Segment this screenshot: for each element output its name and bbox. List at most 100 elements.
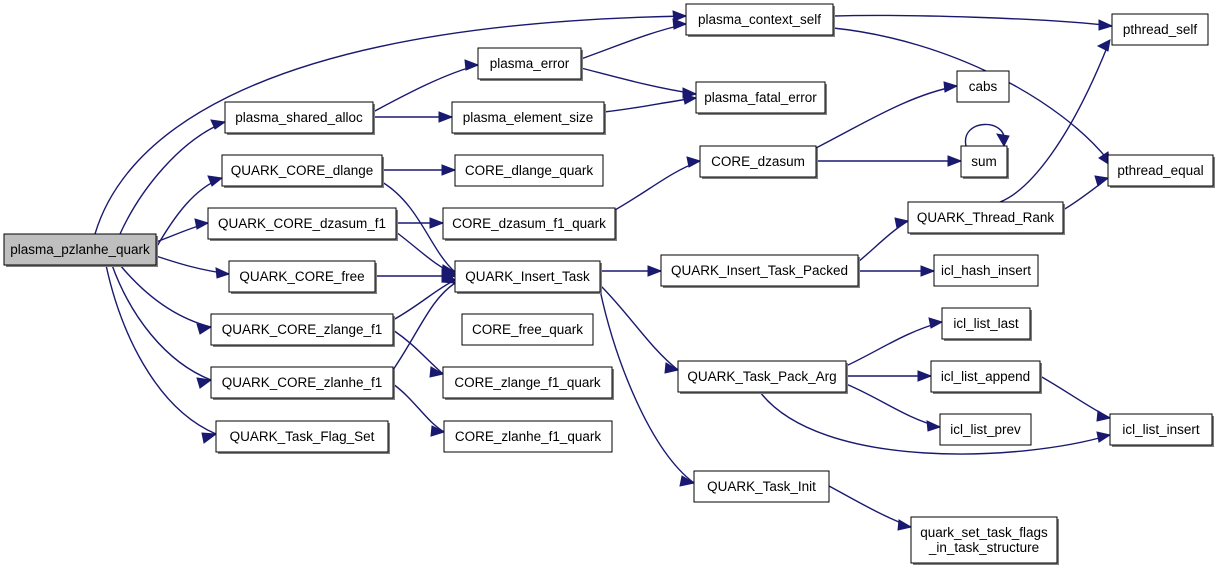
node-box[interactable]: [207, 207, 397, 240]
node-box[interactable]: [693, 470, 830, 503]
node-pthread_self[interactable]: pthread_self: [1111, 13, 1209, 46]
node-icl_list_append[interactable]: icl_list_append: [930, 360, 1042, 394]
node-label: QUARK_Insert_Task_Packed: [671, 263, 848, 278]
node-plasma_fatal_error[interactable]: plasma_fatal_error: [695, 81, 827, 115]
arrowhead-icon: [897, 519, 913, 531]
arrowhead-icon: [441, 272, 457, 284]
node-QUARK_Task_Pack_Arg[interactable]: QUARK_Task_Pack_Arg: [677, 360, 848, 394]
node-label: CORE_dzasum_f1_quark: [452, 216, 606, 231]
node-box[interactable]: [461, 313, 594, 346]
edge-QUARK_CORE_zlanhe_f1-to-CORE_zlanhe_f1_quark: [392, 383, 446, 437]
node-box[interactable]: [442, 207, 616, 240]
edge-line: [119, 121, 226, 235]
edge-QUARK_Insert_Task-to-QUARK_Task_Pack_Arg: [599, 284, 680, 374]
node-QUARK_Insert_Task[interactable]: QUARK_Insert_Task: [454, 260, 602, 294]
edge-icl_list_append-to-icl_list_insert: [1039, 375, 1112, 422]
node-plasma_context_self[interactable]: plasma_context_self: [685, 3, 835, 37]
edge-line: [105, 264, 217, 435]
edge-line: [94, 15, 687, 235]
node-box[interactable]: [941, 307, 1031, 340]
node-box[interactable]: [910, 516, 1058, 564]
node-QUARK_Thread_Rank[interactable]: QUARK_Thread_Rank: [907, 201, 1065, 235]
node-box[interactable]: [454, 154, 604, 187]
node-box[interactable]: [677, 360, 847, 393]
node-QUARK_Insert_Task_Packed[interactable]: QUARK_Insert_Task_Packed: [660, 254, 860, 288]
node-label: CORE_dlange_quark: [465, 163, 594, 178]
node-box[interactable]: [933, 254, 1039, 287]
node-box[interactable]: [454, 260, 601, 293]
node-plasma_error[interactable]: plasma_error: [477, 47, 583, 81]
node-label: CORE_dzasum: [711, 154, 805, 169]
node-CORE_dzasum_f1_quark[interactable]: CORE_dzasum_f1_quark: [442, 207, 617, 241]
arrowhead-icon: [647, 265, 663, 277]
node-box[interactable]: [660, 254, 859, 287]
node-CORE_dzasum[interactable]: CORE_dzasum: [699, 145, 818, 179]
node-QUARK_CORE_dzasum_f1[interactable]: QUARK_CORE_dzasum_f1: [207, 207, 398, 241]
node-quark_set_task_flags_in_task_structure[interactable]: quark_set_task_flags_in_task_structure: [910, 516, 1059, 565]
node-box[interactable]: [3, 233, 157, 266]
edge-QUARK_Task_Init-to-quark_set_task_flags_in_task_structure: [828, 485, 913, 531]
node-icl_list_prev[interactable]: icl_list_prev: [939, 413, 1032, 446]
node-label: QUARK_CORE_dzasum_f1: [218, 216, 386, 231]
node-box[interactable]: [210, 313, 394, 346]
arrowhead-icon: [1098, 19, 1114, 31]
edge-line: [832, 14, 1113, 27]
node-box[interactable]: [228, 260, 376, 293]
node-QUARK_CORE_zlange_f1[interactable]: QUARK_CORE_zlange_f1: [210, 313, 395, 347]
node-label: pthread_equal: [1117, 163, 1203, 178]
arrowhead-icon: [917, 370, 933, 382]
node-CORE_dlange_quark[interactable]: CORE_dlange_quark: [454, 154, 604, 187]
node-box[interactable]: [960, 145, 1008, 178]
node-box[interactable]: [956, 70, 1010, 103]
node-box[interactable]: [699, 145, 817, 178]
node-box[interactable]: [930, 360, 1041, 393]
node-sum[interactable]: sum: [960, 145, 1009, 179]
node-plasma_element_size[interactable]: plasma_element_size: [451, 101, 606, 135]
node-icl_list_last[interactable]: icl_list_last: [941, 307, 1032, 341]
node-icl_hash_insert[interactable]: icl_hash_insert: [933, 254, 1039, 287]
node-box[interactable]: [1109, 413, 1213, 446]
node-plasma_shared_alloc[interactable]: plasma_shared_alloc: [224, 101, 375, 135]
edge-QUARK_CORE_dlange-to-CORE_dlange_quark: [382, 164, 457, 176]
node-box[interactable]: [695, 81, 826, 114]
arrowhead-icon: [894, 217, 910, 229]
node-box[interactable]: [221, 154, 383, 187]
node-pthread_equal[interactable]: pthread_equal: [1107, 154, 1215, 188]
node-box[interactable]: [443, 420, 613, 453]
node-QUARK_CORE_free[interactable]: QUARK_CORE_free: [228, 260, 377, 294]
node-label: QUARK_CORE_free: [239, 269, 364, 284]
node-QUARK_CORE_dlange[interactable]: QUARK_CORE_dlange: [221, 154, 384, 188]
arrowhead-icon: [207, 175, 224, 187]
node-box[interactable]: [210, 366, 394, 399]
node-CORE_zlange_f1_quark[interactable]: CORE_zlange_f1_quark: [442, 366, 614, 400]
node-box[interactable]: [1107, 154, 1214, 187]
node-label: plasma_shared_alloc: [235, 110, 363, 125]
node-box[interactable]: [907, 201, 1064, 234]
node-label: QUARK_CORE_zlanhe_f1: [222, 375, 383, 390]
node-CORE_free_quark[interactable]: CORE_free_quark: [461, 313, 594, 346]
node-box[interactable]: [477, 47, 582, 80]
node-box[interactable]: [685, 3, 834, 36]
node-box[interactable]: [451, 101, 605, 134]
node-plasma_pzlanhe_quark[interactable]: plasma_pzlanhe_quark: [3, 233, 158, 267]
node-box[interactable]: [224, 101, 374, 134]
node-CORE_zlanhe_f1_quark[interactable]: CORE_zlanhe_f1_quark: [443, 420, 613, 453]
node-box[interactable]: [939, 413, 1032, 446]
node-box[interactable]: [215, 420, 389, 453]
node-icl_list_insert[interactable]: icl_list_insert: [1109, 413, 1214, 447]
arrowhead-icon: [194, 218, 210, 230]
edge-line: [614, 160, 701, 211]
arrowhead-icon: [429, 366, 445, 378]
arrowhead-icon: [1096, 431, 1112, 443]
node-QUARK_Task_Flag_Set[interactable]: QUARK_Task_Flag_Set: [215, 420, 390, 454]
node-label: CORE_zlange_f1_quark: [454, 375, 601, 390]
edge-plasma_pzlanhe_quark-to-QUARK_CORE_dzasum_f1: [155, 218, 210, 243]
node-QUARK_CORE_zlanhe_f1[interactable]: QUARK_CORE_zlanhe_f1: [210, 366, 395, 400]
node-box[interactable]: [1111, 13, 1209, 46]
node-label: QUARK_Insert_Task: [465, 269, 590, 284]
node-cabs[interactable]: cabs: [956, 70, 1010, 103]
node-box[interactable]: [442, 366, 613, 399]
node-QUARK_Task_Init[interactable]: QUARK_Task_Init: [693, 470, 830, 503]
edge-line: [815, 85, 958, 149]
